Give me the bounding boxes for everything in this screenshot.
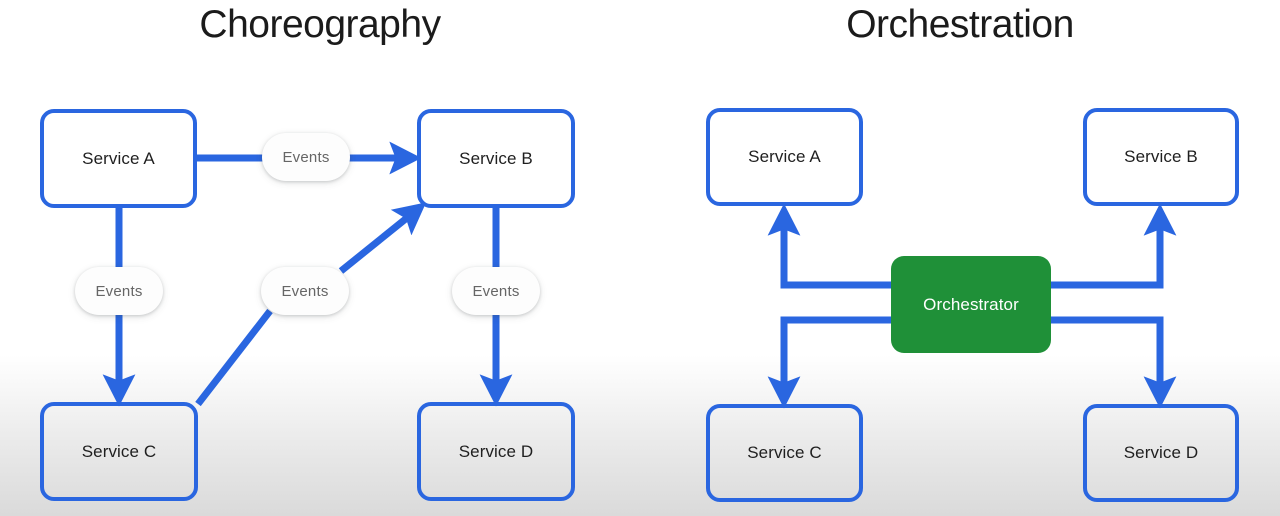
edge-orchestrator-to-service-b [1051,203,1177,289]
node-orchestration-service-b[interactable]: Service B [1083,108,1239,206]
node-choreography-service-d[interactable]: Service D [417,402,575,501]
edge-label-events-a-to-c: Events [75,267,163,315]
node-choreography-service-a[interactable]: Service A [40,109,197,208]
node-orchestration-service-c[interactable]: Service C [706,404,863,502]
node-orchestration-service-d[interactable]: Service D [1083,404,1239,502]
edge-orchestrator-to-service-a [767,203,891,289]
edge-orchestrator-to-service-c [767,316,891,409]
panel-title-choreography: Choreography [199,3,441,46]
node-choreography-service-c[interactable]: Service C [40,402,198,501]
edge-label-events-a-to-b: Events [262,133,350,181]
node-choreography-service-b[interactable]: Service B [417,109,575,208]
edge-c-to-b-segment-2 [338,202,427,274]
edge-label-events-b-to-d: Events [452,267,540,315]
node-orchestrator[interactable]: Orchestrator [891,256,1051,353]
edge-c-to-b-segment-1 [195,308,273,407]
edge-orchestrator-to-service-d [1051,316,1177,409]
node-orchestration-service-a[interactable]: Service A [706,108,863,206]
edge-label-events-c-to-b: Events [261,267,349,315]
panel-title-orchestration: Orchestration [846,3,1074,46]
